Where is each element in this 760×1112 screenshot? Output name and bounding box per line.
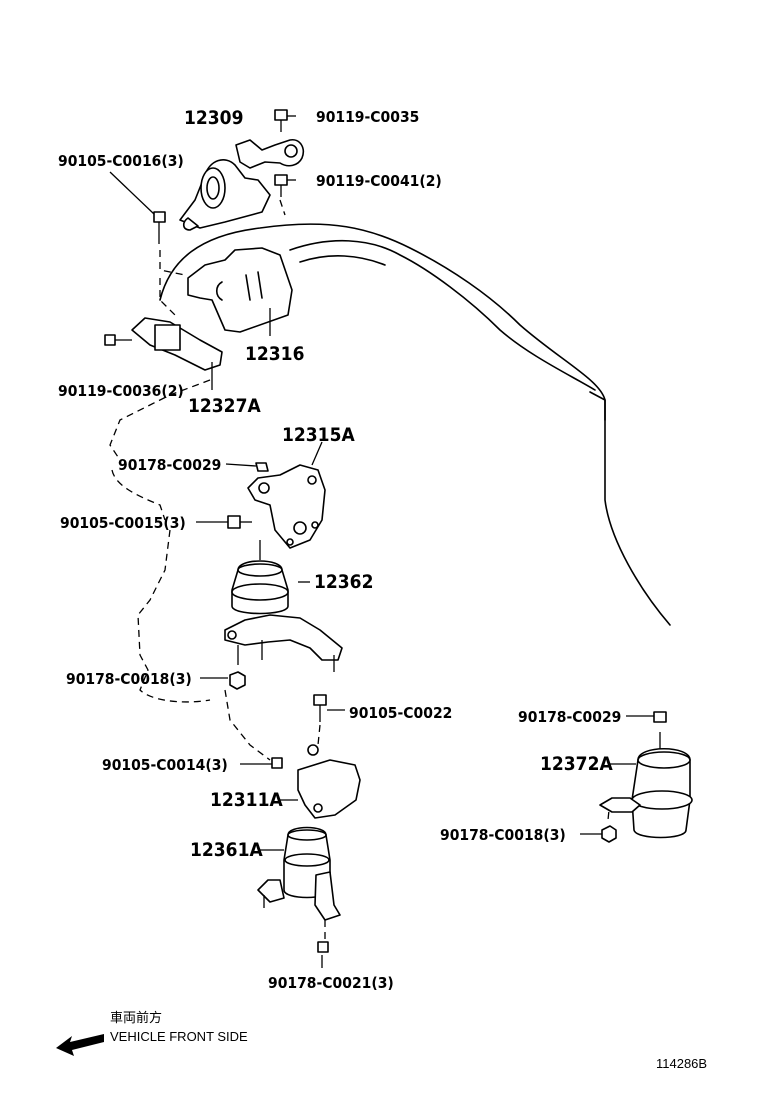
leader-lines bbox=[109, 115, 654, 968]
label-90105-c0016: 90105-C0016(3) bbox=[58, 152, 184, 170]
part-12316 bbox=[187, 247, 293, 333]
label-90119-c0041: 90119-C0041(2) bbox=[316, 172, 442, 190]
part-12362 bbox=[224, 540, 343, 672]
label-12362: 12362 bbox=[314, 571, 373, 593]
part-12327a bbox=[104, 317, 223, 371]
label-90178-c0029-right: 90178-C0029 bbox=[518, 708, 621, 726]
label-12311a: 12311A bbox=[210, 789, 283, 811]
engine-outline bbox=[159, 223, 671, 626]
figure-id: 114286B bbox=[656, 1056, 707, 1071]
vehicle-front-indicator bbox=[56, 1034, 104, 1056]
label-90119-c0036: 90119-C0036(2) bbox=[58, 382, 184, 400]
label-90119-c0035: 90119-C0035 bbox=[316, 108, 419, 126]
direction-label-en: VEHICLE FRONT SIDE bbox=[110, 1029, 248, 1044]
part-12361a bbox=[257, 826, 341, 953]
label-90105-c0015: 90105-C0015(3) bbox=[60, 514, 186, 532]
bolt-c0015 bbox=[227, 515, 252, 529]
label-12309: 12309 bbox=[184, 107, 243, 129]
part-12315a bbox=[247, 462, 326, 549]
label-90178-c0018-right: 90178-C0018(3) bbox=[440, 826, 566, 844]
label-90178-c0029-top: 90178-C0029 bbox=[118, 456, 221, 474]
direction-label-jp: 車両前方 bbox=[110, 1010, 162, 1025]
label-12372a: 12372A bbox=[540, 753, 613, 775]
label-90178-c0018-left: 90178-C0018(3) bbox=[66, 670, 192, 688]
nut-c0018-left bbox=[229, 671, 246, 690]
label-12327a: 12327A bbox=[188, 395, 261, 417]
label-90105-c0014: 90105-C0014(3) bbox=[102, 756, 228, 774]
label-90105-c0022: 90105-C0022 bbox=[349, 704, 452, 722]
part-12372a bbox=[599, 711, 693, 843]
label-12316: 12316 bbox=[245, 343, 304, 365]
label-90178-c0021: 90178-C0021(3) bbox=[268, 974, 394, 992]
arrow-left-icon bbox=[56, 1034, 104, 1056]
dashed-guides bbox=[109, 189, 611, 940]
label-12361a: 12361A bbox=[190, 839, 263, 861]
part-12309 bbox=[179, 138, 305, 231]
label-12315a: 12315A bbox=[282, 424, 355, 446]
part-12311a bbox=[271, 694, 361, 819]
